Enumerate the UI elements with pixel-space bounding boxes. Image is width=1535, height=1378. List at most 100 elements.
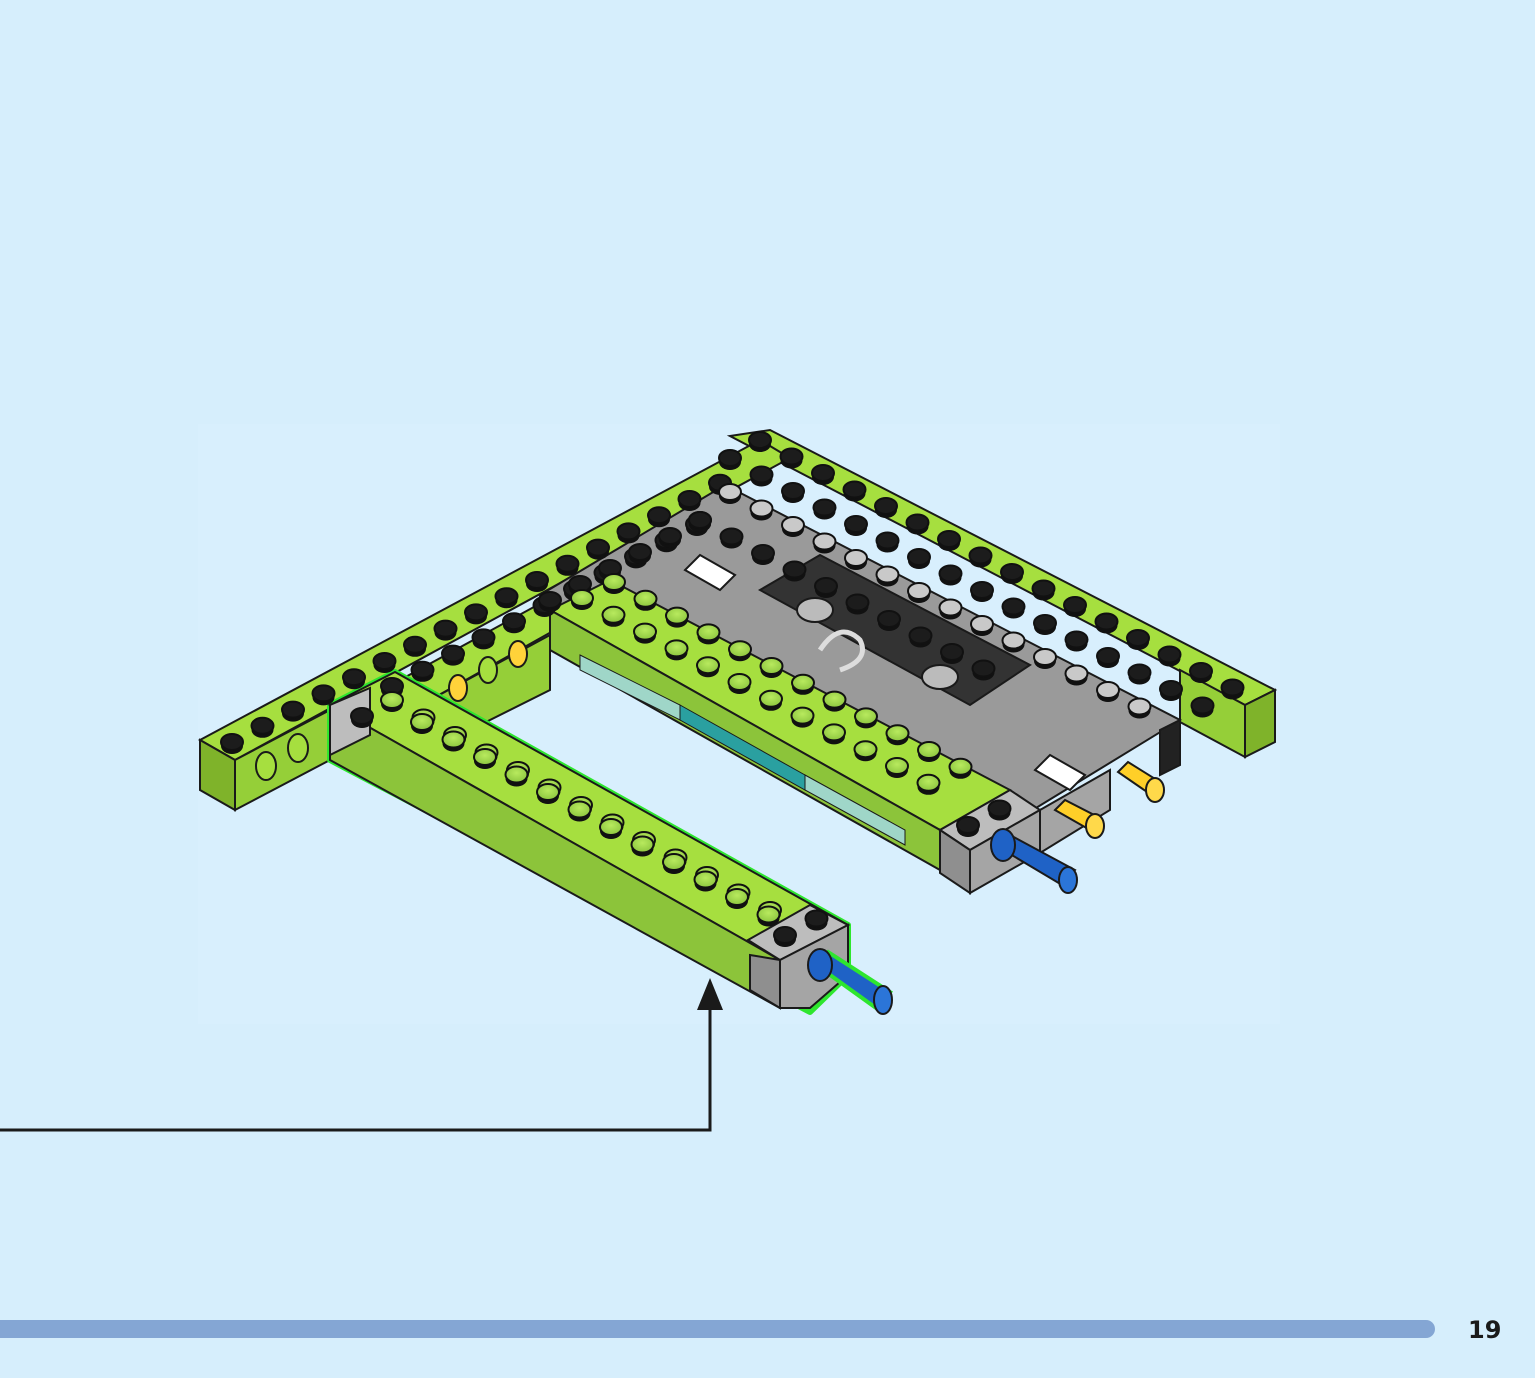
new-part-stud: [567, 800, 592, 822]
left-beam-stud: [464, 603, 488, 625]
back-beam-stud: [1064, 630, 1089, 652]
left-beam-stud: [220, 733, 244, 754]
yellow-pin-1: [1053, 798, 1105, 839]
back-beam-stud: [938, 564, 963, 586]
right-plate-stud: [854, 707, 878, 729]
grey-frame-stud: [971, 659, 996, 681]
new-part-stud: [504, 765, 529, 787]
grey-frame-stud: [751, 544, 775, 565]
left-beam-stud: [372, 652, 397, 673]
back-beam-stud: [1096, 647, 1120, 668]
back-beam-stud: [937, 530, 961, 551]
right-plate-stud: [696, 656, 720, 678]
right-plate-stud: [665, 606, 689, 628]
new-part-stud: [756, 905, 781, 927]
left-beam-stud: [677, 490, 702, 511]
yellow-pin-2: [1116, 760, 1165, 803]
grey-frame-stud: [877, 610, 901, 631]
inner-beam-stud: [471, 628, 496, 650]
back-beam-stud: [844, 515, 868, 536]
back-beam-stud: [1159, 680, 1183, 701]
grey-frame-stud: [812, 532, 837, 554]
page-number: 19: [1468, 1316, 1502, 1344]
left-beam-stud: [525, 571, 549, 592]
grey-frame-stud: [719, 527, 744, 549]
new-part-stud: [725, 888, 749, 909]
left-beam-stud: [647, 506, 671, 528]
back-beam-stud: [1190, 696, 1215, 718]
back-beam-stud: [812, 498, 837, 520]
grey-frame-stud: [1064, 664, 1089, 686]
back-beam-stud: [874, 497, 898, 518]
grey-frame-stud: [1033, 648, 1057, 669]
back-beam-stud: [748, 431, 772, 452]
back-beam-stud: [1001, 597, 1026, 619]
end-block-stud: [956, 816, 980, 837]
new-part-stud: [473, 748, 497, 769]
back-beam-stud: [1126, 629, 1150, 650]
blue-pin-front: [807, 948, 894, 1015]
right-plate-stud: [602, 573, 626, 594]
grey-frame-stud: [1001, 631, 1026, 653]
right-plate-stud: [759, 657, 784, 678]
right-plate-stud: [885, 724, 910, 746]
right-plate-stud: [853, 740, 878, 762]
back-beam-stud: [905, 513, 930, 535]
new-part-stud: [441, 730, 466, 752]
right-plate-stud: [696, 623, 721, 645]
right-plate-stud: [791, 673, 815, 695]
grey-frame-stud: [814, 577, 838, 598]
grey-frame-stud: [688, 511, 712, 532]
back-beam-stud: [968, 546, 993, 568]
grey-frame-stud: [749, 499, 774, 521]
new-part-stud: [662, 853, 686, 874]
left-beam-stud: [433, 619, 458, 641]
back-beam-stud: [1031, 579, 1056, 601]
new-part-stud: [804, 909, 829, 931]
grey-frame-stud: [782, 560, 807, 582]
new-part-stud: [599, 818, 623, 839]
right-plate-stud: [601, 605, 626, 627]
back-beam-stud: [1157, 645, 1182, 667]
back-beam-stud: [907, 548, 931, 569]
grey-frame-stud: [875, 565, 900, 587]
right-plate-stud: [759, 689, 783, 711]
grey-frame-stud: [718, 483, 742, 504]
back-beam-stud: [1220, 678, 1245, 700]
left-beam-stud: [586, 538, 610, 560]
grey-frame-stud: [907, 582, 931, 603]
grey-frame-stud: [844, 549, 868, 570]
callout-arrow: [0, 978, 723, 1132]
back-beam-stud: [1033, 614, 1057, 635]
back-beam-stud: [718, 449, 742, 470]
back-beam-stud: [1127, 663, 1152, 685]
right-plate-stud: [570, 589, 594, 610]
right-plate-stud: [822, 690, 847, 712]
back-beam-stud: [1189, 662, 1213, 683]
inner-beam-stud: [441, 644, 465, 666]
studs-layer: [220, 431, 1245, 947]
grey-frame-stud: [1096, 681, 1120, 702]
new-part-stud: [410, 713, 434, 734]
left-beam-stud: [555, 554, 580, 576]
right-plate-stud: [885, 757, 909, 778]
new-part-stud: [630, 835, 655, 857]
new-part-stud: [693, 870, 718, 892]
back-beam-stud: [970, 581, 994, 602]
inner-beam-stud: [502, 612, 526, 634]
right-plate-stud: [633, 622, 657, 644]
grey-frame-stud: [908, 626, 933, 648]
back-beam-stud: [749, 465, 774, 487]
new-part-stud: [536, 783, 560, 804]
inner-beam-stud: [410, 660, 435, 682]
right-plate-stud: [633, 589, 658, 611]
new-part-stud: [350, 707, 374, 728]
right-plate-stud: [727, 673, 752, 694]
right-plate-stud: [664, 639, 689, 661]
back-beam-stud: [781, 482, 805, 503]
right-plate-stud: [916, 773, 941, 795]
back-beam-stud: [811, 464, 835, 485]
end-block-stud: [987, 799, 1012, 821]
